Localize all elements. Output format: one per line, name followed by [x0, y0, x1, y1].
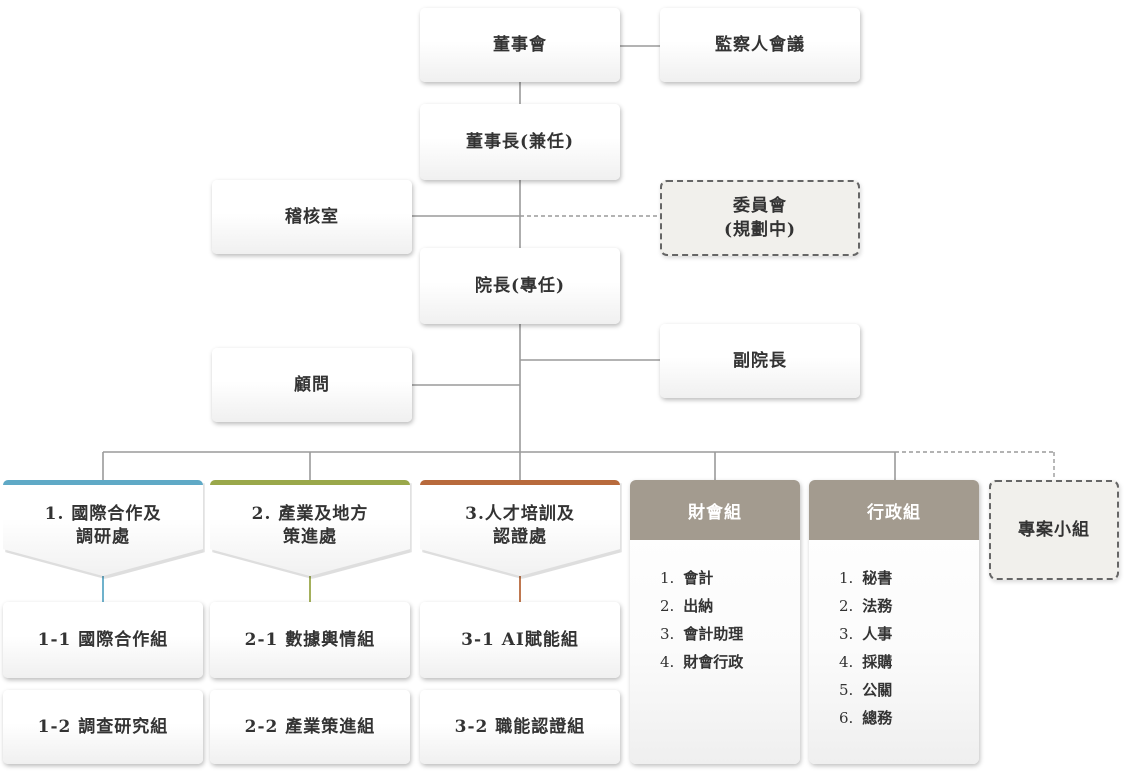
chairman-label: 董事長(兼任) — [465, 132, 575, 152]
unit-box: 3-2 職能認證組 — [420, 690, 620, 764]
board-box: 董事會 — [420, 8, 620, 82]
advisor-box: 顧問 — [212, 348, 412, 422]
audit-box: 稽核室 — [212, 180, 412, 254]
list-item: 5. 公關 — [839, 681, 893, 699]
list-item: 1. 會計 — [660, 569, 714, 587]
dept-label: 2. 產業及地方 — [251, 504, 369, 524]
list-item: 2. 出納 — [660, 597, 714, 615]
dept-international: 1. 國際合作及 調研處 — [3, 480, 205, 579]
president-label: 院長(專任) — [474, 276, 566, 296]
dept-talent: 3.人才培訓及 認證處 — [420, 480, 622, 579]
committee-status: (規劃中) — [723, 220, 797, 240]
unit-label: 1-1 國際合作組 — [37, 630, 169, 650]
president-box: 院長(專任) — [420, 248, 620, 324]
list-item: 3. 會計助理 — [660, 625, 744, 643]
committee-box: 委員會 (規劃中) — [660, 180, 860, 256]
admin-list: 1. 秘書 2. 法務 3. 人事 4. 採購 5. 公關 6. 總務 — [839, 564, 892, 732]
unit-box: 1-2 調查研究組 — [3, 690, 203, 764]
project-group-label: 專案小組 — [1018, 520, 1090, 540]
dept-industry: 2. 產業及地方 策進處 — [210, 480, 412, 579]
finance-panel: 財會組 1. 會計 2. 出納 3. 會計助理 4. 財會行政 — [630, 480, 800, 764]
chairman-box: 董事長(兼任) — [420, 104, 620, 180]
dept-label: 3.人才培訓及 — [465, 504, 575, 524]
dept-color-bar — [420, 480, 620, 485]
admin-title: 行政組 — [809, 480, 979, 540]
dept-label: 1. 國際合作及 — [44, 504, 162, 524]
admin-panel: 行政組 1. 秘書 2. 法務 3. 人事 4. 採購 5. 公關 6. 總務 — [809, 480, 979, 764]
list-item: 4. 採購 — [839, 653, 893, 671]
dept-color-bar — [3, 480, 203, 485]
advisor-label: 顧問 — [294, 375, 330, 395]
unit-box: 1-1 國際合作組 — [3, 602, 203, 678]
supervisors-label: 監察人會議 — [715, 35, 805, 55]
unit-label: 2-2 產業策進組 — [244, 717, 376, 737]
dept-label: 認證處 — [493, 527, 547, 547]
supervisors-box: 監察人會議 — [660, 8, 860, 82]
list-item: 2. 法務 — [839, 597, 893, 615]
vice-president-label: 副院長 — [733, 351, 787, 371]
audit-label: 稽核室 — [285, 207, 339, 227]
project-group-box: 專案小組 — [989, 480, 1119, 580]
vice-president-box: 副院長 — [660, 324, 860, 398]
unit-label: 1-2 調查研究組 — [37, 717, 169, 737]
dept-label: 策進處 — [283, 527, 337, 547]
unit-box: 2-2 產業策進組 — [210, 690, 410, 764]
unit-label: 2-1 數據輿情組 — [244, 630, 376, 650]
dept-label: 調研處 — [76, 527, 130, 547]
list-item: 4. 財會行政 — [660, 653, 744, 671]
list-item: 6. 總務 — [839, 709, 893, 727]
unit-label: 3-2 職能認證組 — [454, 717, 586, 737]
finance-list: 1. 會計 2. 出納 3. 會計助理 4. 財會行政 — [660, 564, 743, 676]
committee-label: 委員會 — [733, 196, 787, 216]
dept-color-bar — [210, 480, 410, 485]
finance-title: 財會組 — [630, 480, 800, 540]
list-item: 3. 人事 — [839, 625, 893, 643]
list-item: 1. 秘書 — [839, 569, 893, 587]
unit-box: 2-1 數據輿情組 — [210, 602, 410, 678]
unit-label: 3-1 AI賦能組 — [461, 630, 579, 650]
board-label: 董事會 — [493, 35, 547, 55]
unit-box: 3-1 AI賦能組 — [420, 602, 620, 678]
